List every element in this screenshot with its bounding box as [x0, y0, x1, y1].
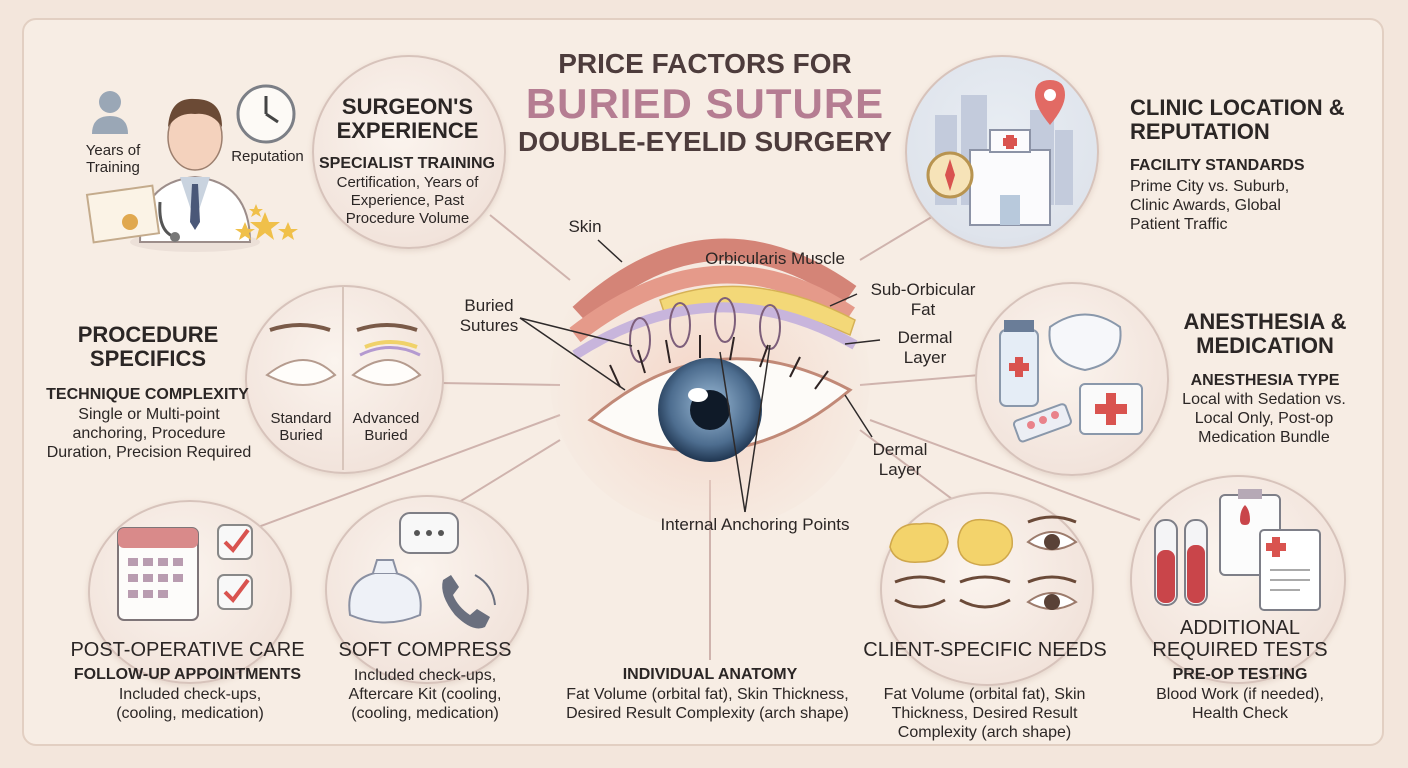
individual-anatomy-body: Fat Volume (orbital fat), Skin Thickness…	[566, 686, 849, 723]
title-line1: PRICE FACTORS FOR	[558, 48, 852, 79]
eyelashes-icon	[609, 335, 829, 390]
skin-layer	[572, 238, 857, 324]
advanced-buried-label: Advanced Buried	[352, 410, 420, 445]
soft-compress-heading: SOFT COMPRESS	[338, 639, 512, 661]
certificate-icon	[85, 184, 161, 244]
closed-eye-icon	[265, 323, 337, 386]
title-line2: BURIED SUTURE	[525, 80, 885, 127]
skin-label: Skin	[568, 217, 602, 236]
post-op-heading: POST-OPERATIVE CARE	[70, 639, 305, 661]
eye-open-icon	[1026, 515, 1078, 551]
stars-icon	[235, 204, 298, 240]
clinic-illustration	[926, 80, 1073, 226]
fat-blob-icon	[889, 518, 1013, 566]
medical-report-icon	[1259, 529, 1321, 611]
soft-compress-body: Included check-ups, Aftercare Kit (cooli…	[348, 667, 502, 723]
orbicularis-label: Orbicularis Muscle	[705, 249, 845, 268]
tests-body: Blood Work (if needed), Health Check	[1156, 686, 1324, 723]
post-op-subheading: FOLLOW-UP APPOINTMENTS	[73, 666, 302, 683]
clock-icon	[236, 84, 296, 144]
tests-heading: ADDITIONAL REQUIRED TESTS	[1152, 617, 1328, 661]
surgeon-circle	[312, 55, 506, 249]
dermal-layer	[572, 302, 858, 360]
dermal-layer-lower-label: Dermal Layer	[872, 440, 928, 480]
vial-icon	[999, 320, 1039, 407]
anesthesia-illustration	[999, 313, 1143, 443]
client-needs-heading: CLIENT-SPECIFIC NEEDS	[863, 639, 1107, 661]
clinic-body: Prime City vs. Suburb, Clinic Awards, Gl…	[1130, 178, 1290, 234]
doctor-icon	[130, 98, 260, 252]
clinic-subheading: FACILITY STANDARDS	[1130, 157, 1305, 174]
standard-buried-label: Standard Buried	[270, 410, 332, 445]
test-tube-icon	[1154, 519, 1208, 606]
tests-illustration	[1154, 489, 1321, 611]
chat-bubble-icon	[399, 512, 459, 554]
anesthesia-body: Local with Sedation vs. Local Only, Post…	[1182, 391, 1346, 447]
clinic-heading: CLINIC LOCATION & REPUTATION	[1130, 95, 1345, 144]
procedure-body: Single or Multi-point anchoring, Procedu…	[46, 406, 252, 462]
individual-anatomy-subheading: INDIVIDUAL ANATOMY	[622, 666, 798, 683]
buried-sutures-label: Buried Sutures	[459, 296, 519, 336]
anesthesia-subheading: ANESTHESIA TYPE	[1190, 372, 1340, 389]
client-needs-body: Fat Volume (orbital fat), Skin Thickness…	[883, 686, 1086, 742]
sub-orbicular-fat-label: Sub-Orbicular Fat	[870, 280, 976, 320]
reputation-label: Reputation	[231, 148, 304, 165]
eye-open-icon-2	[1026, 575, 1078, 610]
hospital-icon	[969, 129, 1051, 226]
pills-icon	[1012, 403, 1072, 443]
procedure-illustration	[265, 285, 422, 470]
phone-icon	[442, 574, 496, 629]
client-needs-illustration	[889, 515, 1078, 610]
surgeon-heading: SURGEON'S EXPERIENCE	[336, 94, 479, 143]
title-line3: DOUBLE-EYELID SURGERY	[518, 126, 892, 157]
anesthesia-heading: ANESTHESIA & MEDICATION	[1183, 309, 1347, 358]
anchoring-points-label: Internal Anchoring Points	[660, 515, 850, 534]
calendar-icon	[117, 527, 199, 621]
eye-anatomy-illustration	[550, 230, 870, 530]
post-op-body: Included check-ups, (cooling, medication…	[116, 686, 264, 723]
procedure-heading: PROCEDURE SPECIFICS	[77, 322, 219, 371]
advanced-eye-icon	[351, 323, 422, 386]
orbicularis-layer	[569, 265, 855, 343]
compress-bag-icon	[348, 559, 422, 624]
person-icon	[92, 91, 128, 134]
eye-highlight	[688, 388, 708, 402]
surgeon-subheading: SPECIALIST TRAINING	[318, 155, 495, 172]
training-label: Years of Training	[85, 142, 141, 177]
tests-subheading: PRE-OP TESTING	[1172, 666, 1308, 683]
surgeon-body: Certification, Years of Experience, Past…	[336, 174, 479, 227]
first-aid-kit-icon	[1079, 383, 1143, 435]
eye-closed-icon	[894, 575, 1011, 609]
post-op-illustration	[117, 524, 253, 621]
compass-icon	[926, 151, 974, 199]
checkbox-icon	[217, 524, 253, 610]
surgeon-illustration	[85, 84, 298, 252]
dermal-layer-upper-label: Dermal Layer	[897, 328, 953, 368]
mask-icon	[1048, 313, 1122, 372]
location-pin-icon	[1035, 80, 1065, 125]
procedure-subheading: TECHNIQUE COMPLEXITY	[46, 386, 249, 403]
soft-compress-illustration	[348, 512, 496, 629]
